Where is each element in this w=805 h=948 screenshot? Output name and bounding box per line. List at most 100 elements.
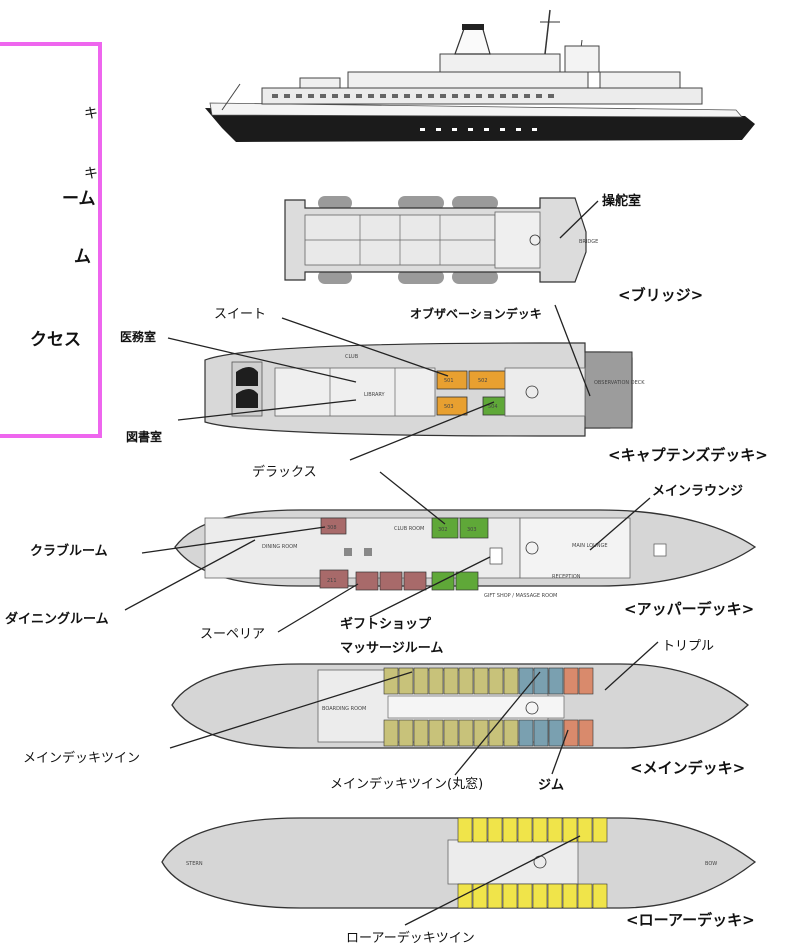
main-deck-cabins-top — [383, 667, 594, 695]
main-deck-cabin — [533, 667, 549, 695]
lower-deck-cabin — [577, 817, 593, 843]
lower-deck-cabin — [487, 817, 503, 843]
plan-label-boarding-room: BOARDING ROOM — [322, 706, 366, 712]
lower-deck-cabin — [472, 883, 488, 909]
plan-label-bridge: BRIDGE — [579, 239, 598, 245]
cabin-label-superior-first: 211 — [327, 578, 337, 584]
plan-label-library: LIBRARY — [364, 392, 386, 398]
plan-label-stern: STERN — [186, 861, 203, 867]
deck-title-lower: <ローアーデッキ> — [626, 911, 755, 929]
plan-label-dining-room: DINING ROOM — [262, 544, 297, 550]
main-deck-cabin — [458, 719, 474, 747]
main-deck-cabin — [398, 719, 414, 747]
upper-deck-plan: CLUB ROOM DINING ROOM MAIN LOUNGE RECEPT… — [174, 509, 757, 599]
main-deck-cabin — [413, 719, 429, 747]
cabin-label-club: 308 — [327, 525, 337, 531]
main-deck-cabin — [563, 719, 579, 747]
main-deck-cabin — [383, 719, 399, 747]
cabin-label-deluxe-a: 302 — [438, 527, 448, 533]
main-deck-cabin — [578, 719, 594, 747]
legend-line-3: ーム — [62, 189, 96, 209]
main-deck-cabin — [578, 667, 594, 695]
callout-club-room: クラブルーム — [30, 543, 108, 559]
cabin-label-suite-d: 504 — [488, 404, 498, 410]
callout-labels: 操舵室 オブザベーションデッキ スイート 医務室 図書室 デラックス メインラウ… — [5, 193, 743, 946]
callout-massage-room: マッサージルーム — [340, 641, 443, 656]
lower-deck-cabin — [517, 883, 533, 909]
captains-deck-plan: CLUB LIBRARY OBSERVATION DECK 501 502 50… — [204, 342, 645, 437]
main-deck-cabin — [488, 719, 504, 747]
main-deck-cabin — [383, 667, 399, 695]
main-deck-cabin — [428, 719, 444, 747]
legend-line-2: キ — [84, 166, 98, 182]
callout-dining-room: ダイニングルーム — [5, 611, 109, 627]
plan-label-club-room: CLUB ROOM — [394, 526, 424, 532]
lower-deck-cabin — [472, 817, 488, 843]
callout-clinic: 医務室 — [120, 329, 156, 344]
main-deck-cabin — [413, 667, 429, 695]
callout-gym: ジム — [538, 778, 564, 793]
lower-deck-cabin — [547, 883, 563, 909]
lower-deck-cabin — [592, 883, 608, 909]
callout-main-deck-twin-porthole: メインデッキツイン(丸窓) — [330, 776, 483, 792]
legend-line-4: ム — [74, 247, 91, 267]
main-deck-cabin — [548, 719, 564, 747]
callout-library: 図書室 — [126, 429, 162, 444]
main-deck-plan: BOARDING ROOM — [171, 663, 749, 749]
callout-triple: トリプル — [662, 639, 714, 654]
cabin-label-deluxe-b: 303 — [467, 527, 477, 533]
lower-deck-cabin — [502, 883, 518, 909]
callout-main-lounge: メインラウンジ — [652, 484, 743, 499]
lower-deck-cabins-top — [457, 817, 608, 843]
lower-deck-cabin — [562, 883, 578, 909]
lower-deck-cabin — [487, 883, 503, 909]
main-deck-cabin — [428, 667, 444, 695]
callout-wheelhouse: 操舵室 — [602, 193, 641, 209]
legend-box: キ キ ーム ム クセス — [0, 42, 102, 438]
deck-title-upper: <アッパーデッキ> — [624, 600, 754, 618]
main-deck-cabin — [443, 719, 459, 747]
lower-deck-plan: STERN BOW — [161, 817, 757, 909]
main-deck-cabin — [488, 667, 504, 695]
plan-label-reception: RECEPTION — [552, 574, 581, 580]
plan-label-main-lounge: MAIN LOUNGE — [572, 543, 608, 549]
main-deck-cabin — [473, 719, 489, 747]
lower-deck-cabin — [592, 817, 608, 843]
plan-label-observation: OBSERVATION DECK — [594, 380, 645, 386]
main-deck-cabin — [518, 667, 534, 695]
callout-gift-shop: ギフトショップ — [340, 616, 432, 632]
main-deck-cabin — [563, 667, 579, 695]
legend-line-1: キ — [84, 106, 98, 122]
main-deck-cabin — [458, 667, 474, 695]
plan-label-gift-shop: GIFT SHOP / MASSAGE ROOM — [484, 593, 557, 599]
lower-deck-cabin — [532, 883, 548, 909]
lower-deck-cabin — [577, 883, 593, 909]
lower-deck-cabin — [562, 817, 578, 843]
callout-suite: スイート — [214, 307, 266, 322]
leader-lines — [124, 200, 659, 926]
callout-lower-deck-twin: ローアーデッキツイン — [346, 930, 475, 946]
lower-deck-cabin — [547, 817, 563, 843]
deck-title-bridge: <ブリッジ> — [618, 286, 703, 304]
lower-deck-cabin — [517, 817, 533, 843]
lower-deck-cabin — [502, 817, 518, 843]
deck-title-captains: <キャプテンズデッキ> — [608, 446, 768, 464]
main-deck-cabin — [548, 667, 564, 695]
lower-deck-cabins-bottom — [457, 883, 608, 909]
main-deck-cabin — [473, 667, 489, 695]
plan-label-bow: BOW — [705, 861, 717, 867]
main-deck-cabin — [533, 719, 549, 747]
bridge-deck-plan: BRIDGE — [284, 196, 598, 284]
callout-deluxe: デラックス — [252, 464, 317, 480]
main-deck-cabin — [503, 667, 519, 695]
callout-superior: スーペリア — [200, 627, 265, 642]
cabin-label-suite-c: 503 — [444, 404, 454, 410]
main-deck-cabin — [503, 719, 519, 747]
lower-deck-cabin — [532, 817, 548, 843]
callout-observation-deck: オブザベーションデッキ — [410, 306, 542, 321]
plan-label-club: CLUB — [345, 354, 359, 360]
main-deck-cabin — [518, 719, 534, 747]
main-deck-cabins-bottom — [383, 719, 594, 747]
lower-deck-cabin — [457, 883, 473, 909]
legend-line-5: クセス — [30, 330, 81, 350]
